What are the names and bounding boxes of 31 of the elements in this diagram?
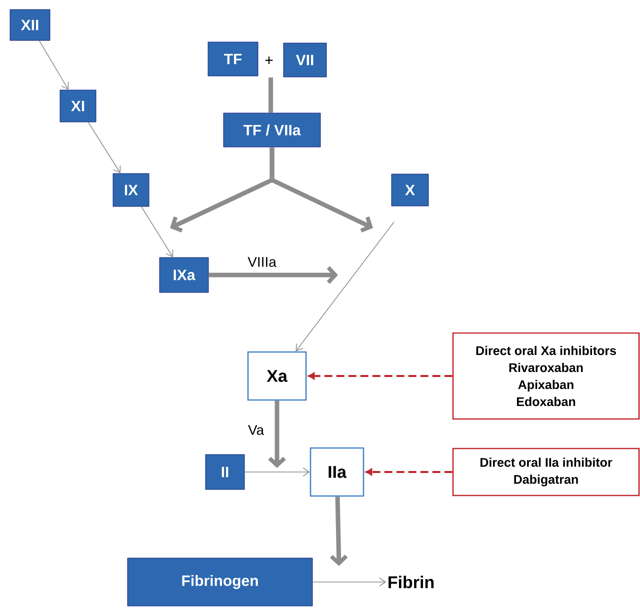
arrow	[208, 266, 338, 284]
factor-box: XII	[10, 9, 50, 41]
factor-box: TF / VIIa	[223, 112, 321, 148]
factor-box: X	[391, 174, 429, 206]
arrow	[296, 222, 394, 352]
arrow	[141, 206, 174, 258]
arrow	[244, 468, 310, 476]
dashed-arrow	[366, 468, 452, 476]
edge-label: VIIIa	[248, 257, 276, 267]
factor-box: II	[205, 454, 245, 490]
connector-line	[268, 78, 273, 113]
product-label: Fibrin	[388, 576, 434, 588]
arrow	[312, 578, 386, 586]
dashed-arrow	[308, 372, 452, 380]
arrow	[268, 400, 286, 468]
arrow	[38, 40, 69, 90]
factor-box: Xa	[247, 351, 307, 401]
inhibitor-box: Direct oral IIa inhibitor Dabigatran	[452, 448, 640, 496]
factor-box: TF	[208, 42, 258, 76]
factor-box: IXa	[159, 257, 209, 293]
factor-box: XI	[60, 90, 96, 122]
plus-sign: +	[265, 56, 273, 64]
factor-box: VII	[283, 42, 327, 78]
factor-box: IIa	[310, 447, 364, 497]
arrow	[88, 122, 121, 174]
inhibitor-box: Direct oral Xa inhibitors Rivaroxaban Apixaban Edoxaban	[452, 332, 640, 420]
factor-box: IX	[112, 173, 150, 207]
arrow	[270, 147, 373, 232]
edge-label: Va	[248, 425, 264, 435]
factor-box: Fibrinogen	[127, 558, 313, 606]
arrow	[330, 496, 348, 566]
